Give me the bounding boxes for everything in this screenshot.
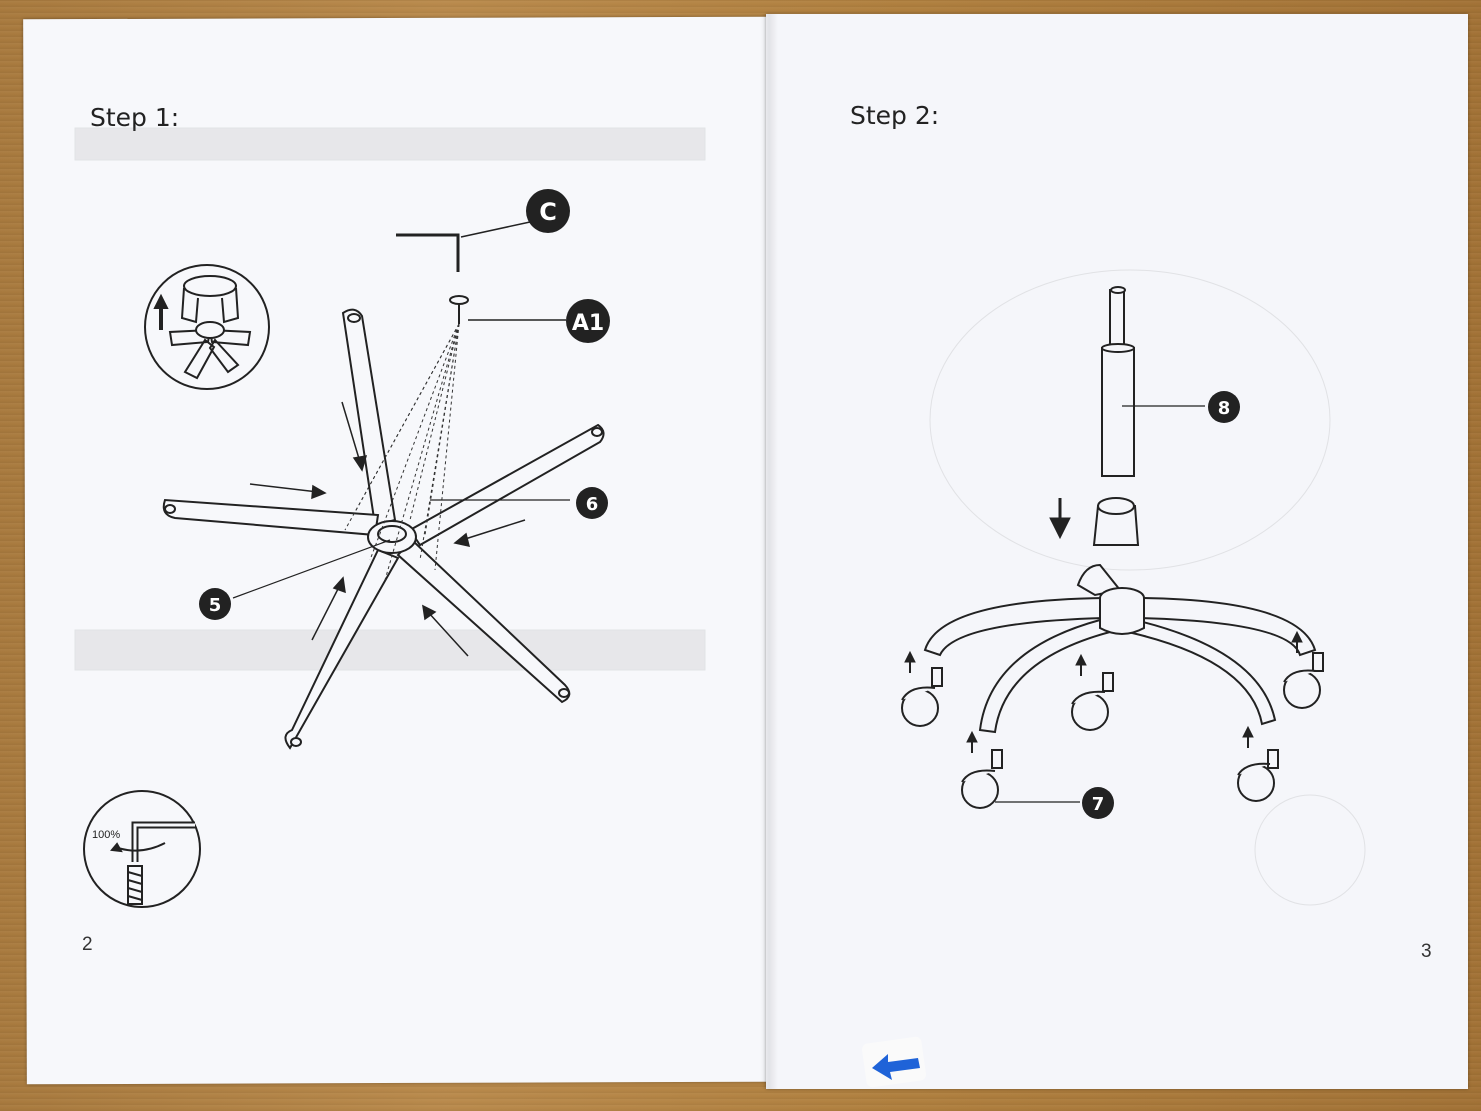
screw-guide-lines	[344, 323, 460, 581]
assembly-arrows	[249, 401, 526, 657]
gas-cylinder	[1101, 286, 1135, 477]
arrow-left-icon	[872, 1054, 920, 1080]
callout-a1-label: A1	[572, 311, 604, 336]
base-cap	[1092, 497, 1140, 546]
base-cap-detail	[144, 264, 270, 390]
page-number-left: 2	[82, 934, 93, 955]
callout-8-label: 8	[1218, 398, 1231, 419]
callout-c-label: C	[539, 198, 557, 226]
callout-c	[526, 189, 570, 233]
callout-6-label: 6	[586, 494, 599, 515]
bolt-icon	[449, 295, 566, 324]
callout-7-label: 7	[1092, 794, 1105, 815]
allen-key-icon	[396, 221, 531, 272]
step-1-title: Step 1:	[90, 103, 180, 132]
page-number-right: 3	[1421, 941, 1432, 962]
manual-page-right	[766, 14, 1468, 1089]
torque-label: 100%	[92, 829, 120, 841]
callout-7	[1082, 787, 1114, 819]
callout-5-label: 5	[209, 595, 222, 616]
caster-insert-arrows	[904, 630, 1303, 753]
callout-6	[576, 487, 608, 519]
torque-detail	[83, 790, 201, 908]
callout-8	[1208, 391, 1240, 423]
show-through-print	[74, 127, 1366, 906]
star-base	[923, 563, 1317, 734]
down-arrow-icon	[1049, 498, 1071, 540]
callout-5-leader	[232, 539, 391, 599]
step-2-title: Step 2:	[850, 101, 940, 130]
star-base-legs	[162, 308, 605, 750]
caster-wheels	[901, 652, 1324, 809]
callout-a1	[566, 299, 610, 343]
page-fold	[760, 14, 778, 1089]
sticker	[862, 1036, 926, 1088]
callout-5	[199, 588, 231, 620]
